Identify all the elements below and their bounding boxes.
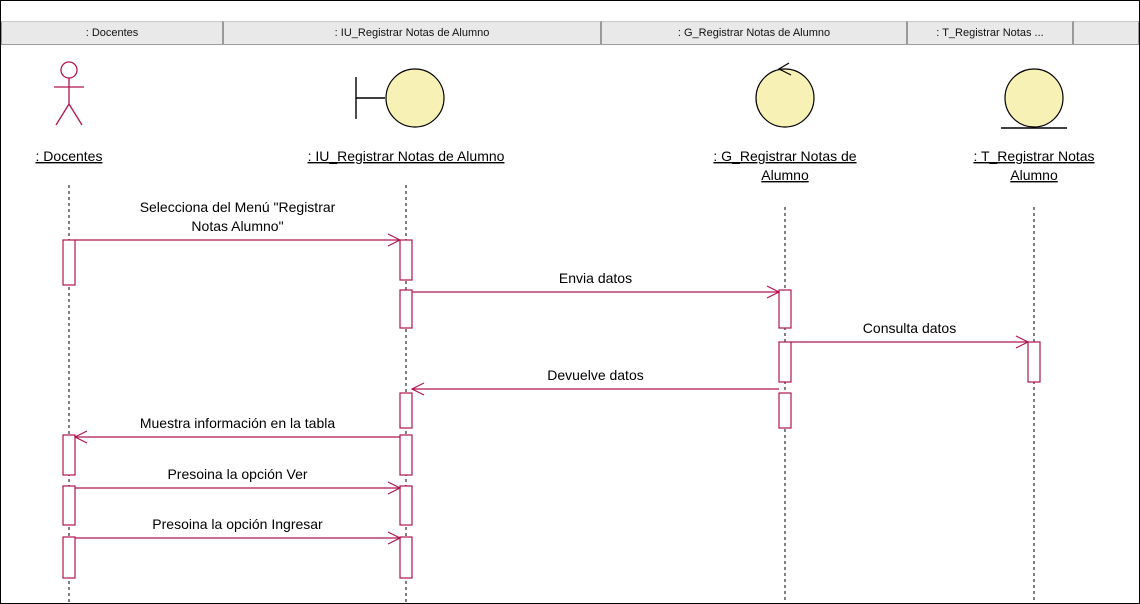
arrow-head-icon	[387, 481, 402, 495]
message-label: Presoina la opción Ver	[167, 466, 307, 482]
activation-bar	[399, 536, 413, 579]
activation-bar	[62, 485, 76, 526]
arrow-head-icon	[387, 531, 402, 545]
arrow-head-icon	[387, 233, 402, 247]
activation-bar	[62, 434, 76, 476]
activation-bar	[62, 536, 76, 579]
header-column-t[interactable]: : T_Registrar Notas ...	[907, 21, 1073, 45]
object-label-2-line-1: Alumno	[761, 167, 809, 183]
actor-icon[interactable]	[54, 61, 84, 126]
message-4[interactable]: Muestra información en la tabla	[73, 415, 400, 444]
arrow-head-icon	[410, 382, 425, 396]
activation-bar	[778, 341, 792, 383]
header-column-docentes[interactable]: : Docentes	[1, 21, 223, 45]
arrow-head-icon	[1015, 335, 1030, 349]
message-label: Selecciona del Menú "Registrar	[140, 199, 336, 215]
message-5[interactable]: Presoina la opción Ver	[75, 466, 402, 495]
activation-bar	[778, 392, 792, 429]
message-label: Envia datos	[559, 270, 632, 286]
message-6[interactable]: Presoina la opción Ingresar	[75, 516, 402, 545]
message-label: Muestra información en la tabla	[140, 415, 336, 431]
boundary-icon[interactable]	[355, 68, 445, 128]
entity-icon[interactable]	[1001, 68, 1067, 129]
header-column-iu[interactable]: : IU_Registrar Notas de Alumno	[223, 21, 601, 45]
arrow-head-icon	[73, 430, 88, 444]
activation-bar	[399, 434, 413, 476]
activation-bars	[62, 239, 1041, 579]
object-label-1-line-0: : IU_Registrar Notas de Alumno	[308, 148, 505, 164]
object-label-3-line-1: Alumno	[1010, 167, 1058, 183]
header-column-empty	[1073, 21, 1139, 45]
message-1[interactable]: Envia datos	[412, 270, 781, 299]
message-label: Notas Alumno"	[191, 218, 283, 234]
activation-bar	[1027, 341, 1041, 383]
header-column-g[interactable]: : G_Registrar Notas de Alumno	[601, 21, 907, 45]
lifelines	[68, 185, 1035, 603]
object-label-0-line-0: : Docentes	[36, 148, 103, 164]
activation-bar	[399, 485, 413, 526]
control-icon[interactable]	[755, 62, 815, 128]
message-label: Presoina la opción Ingresar	[152, 516, 323, 532]
object-labels: : Docentes : IU_Registrar Notas de Alumno…	[36, 148, 1095, 183]
activation-bar	[62, 239, 76, 286]
message-2[interactable]: Consulta datos	[791, 320, 1030, 349]
message-label: Devuelve datos	[547, 367, 644, 383]
message-3[interactable]: Devuelve datos	[410, 367, 779, 396]
activation-bar	[399, 289, 413, 329]
lifeline-header-bar: : Docentes : IU_Registrar Notas de Alumn…	[1, 1, 1139, 45]
message-label: Consulta datos	[863, 320, 956, 336]
activation-bar	[399, 392, 413, 429]
arrow-head-icon	[766, 285, 781, 299]
activation-bar	[399, 239, 413, 281]
activation-bar	[778, 289, 792, 329]
object-label-3-line-0: : T_Registrar Notas	[973, 148, 1094, 164]
object-label-2-line-0: : G_Registrar Notas de	[713, 148, 856, 164]
